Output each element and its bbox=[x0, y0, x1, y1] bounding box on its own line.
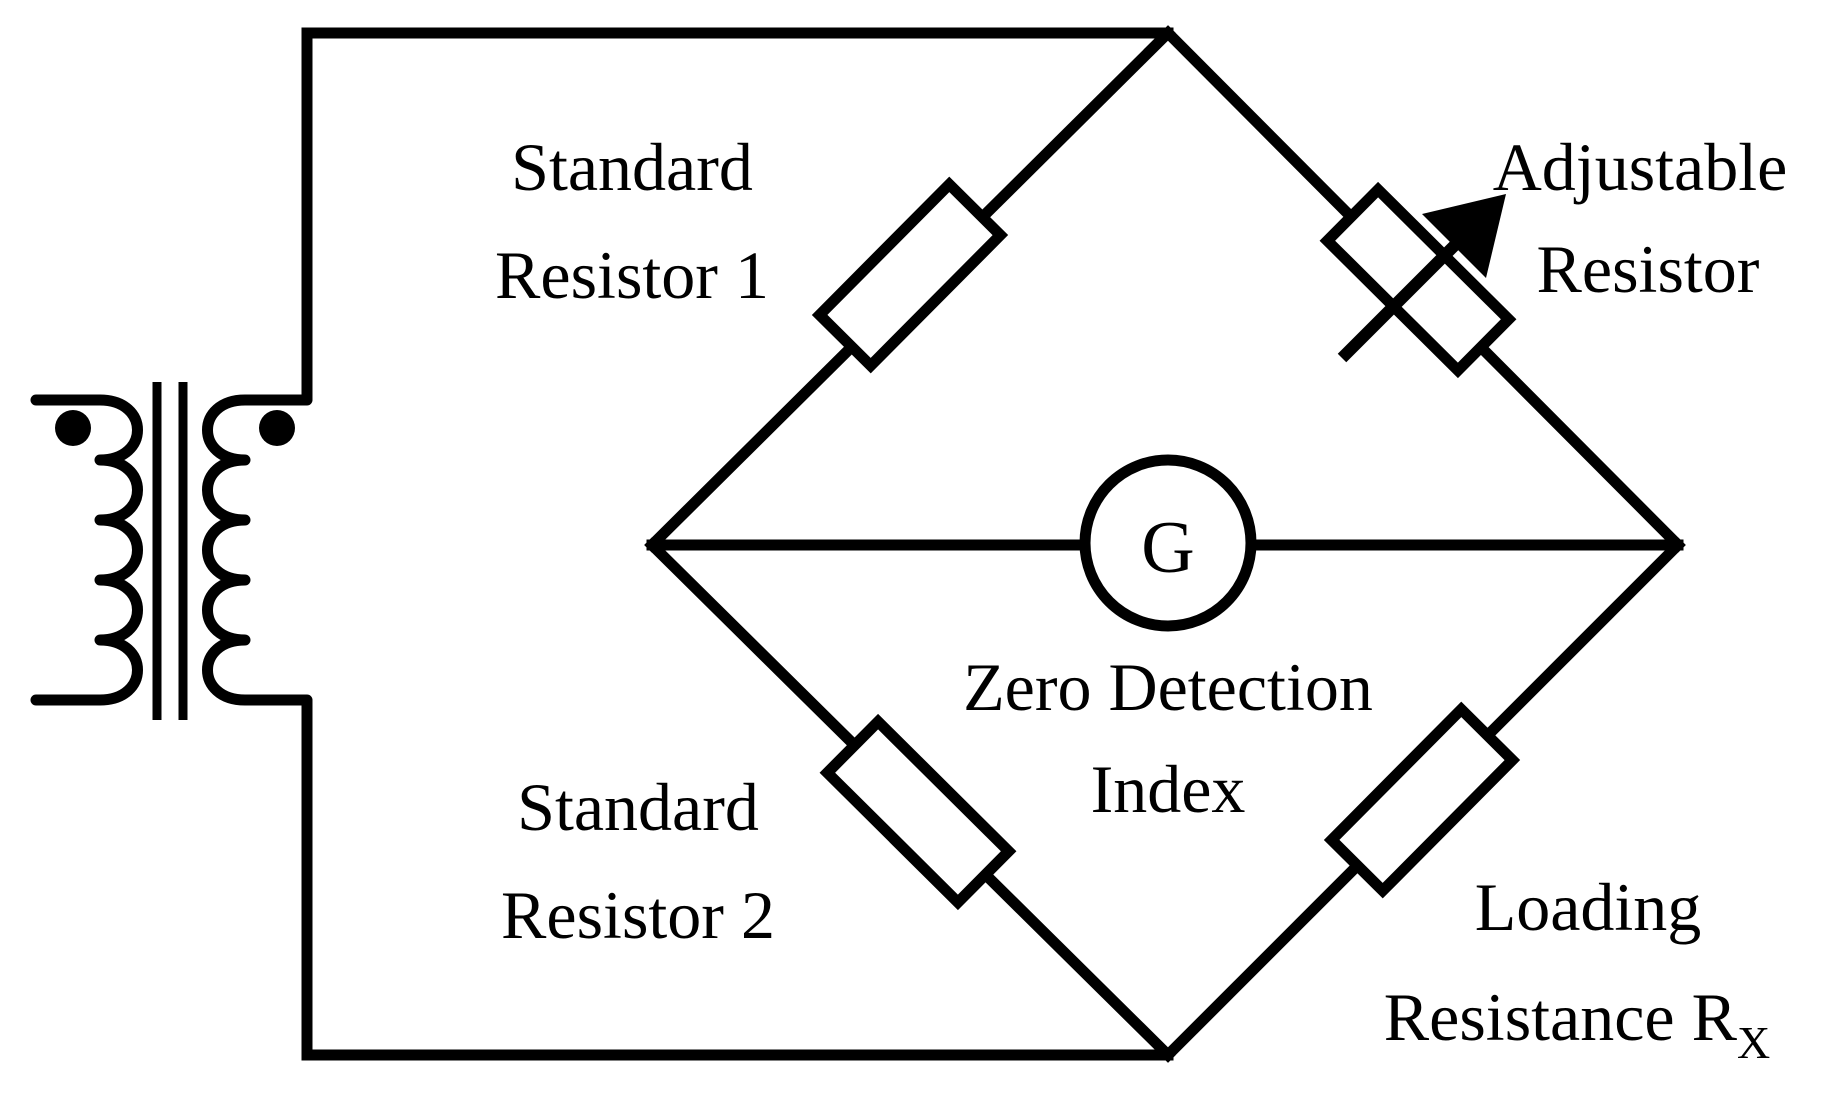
standard-resistor-1-symbol bbox=[811, 176, 1009, 374]
adjustable-resistor-label: Adjustable Resistor bbox=[1493, 129, 1788, 307]
wire-secondary-to-bridge-bottom bbox=[301, 699, 1174, 1061]
adjustable-resistor-symbol bbox=[1319, 181, 1517, 379]
standard-resistor-2-symbol bbox=[819, 713, 1017, 911]
transformer-primary-polarity-dot bbox=[55, 410, 91, 446]
zero-detection-label-line2: Index bbox=[1091, 751, 1246, 827]
standard-resistor-1-body bbox=[811, 176, 1009, 374]
standard-resistor-2-label: Standard Resistor 2 bbox=[501, 769, 775, 953]
galvanometer-symbol: G bbox=[1079, 454, 1257, 632]
adjustable-resistor-arrow-head bbox=[1422, 194, 1506, 278]
transformer-secondary-polarity-dot bbox=[259, 410, 295, 446]
loading-resistance-symbol bbox=[1323, 701, 1521, 899]
loading-resistance-label-subscript: X bbox=[1737, 1017, 1770, 1068]
standard-resistor-2-label-line1: Standard bbox=[517, 769, 759, 845]
standard-resistor-2-label-line2: Resistor 2 bbox=[501, 877, 775, 953]
loading-resistance-label-line2: Resistance RX bbox=[1265, 979, 1848, 1073]
loading-resistance-label: Loading Resistance RX bbox=[1265, 869, 1848, 1073]
adjustable-resistor-label-line1: Adjustable bbox=[1493, 129, 1788, 205]
transformer-symbol bbox=[30, 382, 313, 720]
loading-resistance-label-line1: Loading bbox=[1475, 869, 1702, 945]
wire-secondary-to-bridge-top bbox=[301, 27, 1174, 401]
galvanometer-circle bbox=[1079, 454, 1257, 632]
zero-detection-label-line1: Zero Detection bbox=[963, 649, 1373, 725]
standard-resistor-1-label: Standard Resistor 1 bbox=[495, 129, 769, 313]
standard-resistor-2-body bbox=[819, 713, 1017, 911]
loading-resistance-label-main: Resistance R bbox=[1384, 979, 1738, 1055]
transformer-secondary-winding bbox=[202, 394, 313, 706]
zero-detection-label: Zero Detection Index bbox=[963, 649, 1373, 827]
loading-resistance-body bbox=[1323, 701, 1521, 899]
standard-resistor-1-label-line1: Standard bbox=[511, 129, 753, 205]
standard-resistor-1-label-line2: Resistor 1 bbox=[495, 237, 769, 313]
transformer-primary-winding bbox=[30, 394, 143, 706]
galvanometer-letter: G bbox=[1141, 507, 1194, 589]
adjustable-resistor-label-line2: Resistor bbox=[1537, 231, 1760, 307]
